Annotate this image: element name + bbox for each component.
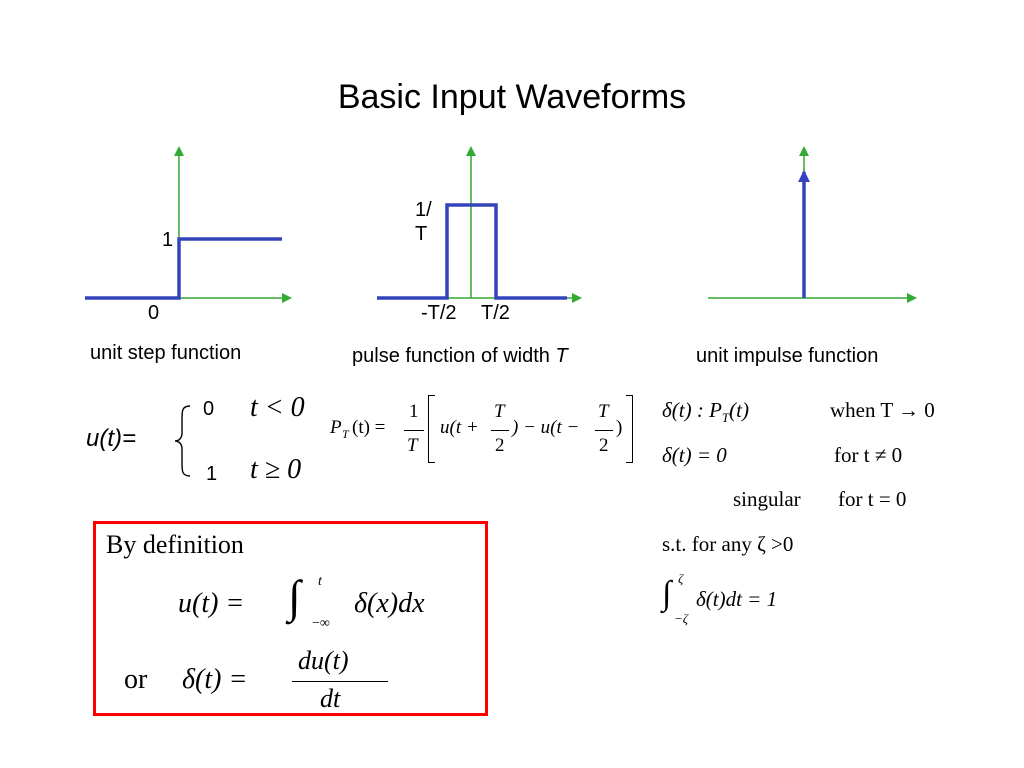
pulse-plot [377, 146, 582, 303]
definition-eq2-or: or [124, 664, 148, 695]
integral-sign-icon: ∫ [288, 571, 301, 622]
step-waveform [85, 237, 282, 300]
definition-eq2-num: du(t) [298, 646, 349, 675]
step-plot [85, 146, 292, 303]
impulse-line3: singular [733, 487, 801, 511]
impulse-plot [708, 146, 917, 303]
definition-box: By definition u(t) = ∫ t −∞ δ(x)dx or δ(… [93, 521, 488, 716]
step-row1-value: 0 [203, 398, 215, 420]
integral-sign-icon: ∫ [662, 575, 672, 612]
definition-eq1-upper: t [318, 574, 322, 589]
impulse-integral: ∫ ζ −ζ δ(t)dt = 1 [662, 571, 778, 626]
step-level-label: 1 [162, 229, 174, 251]
pulse-right-edge-label: T/2 [481, 302, 510, 324]
impulse-line1: δ(t) : PT(t) [662, 398, 749, 426]
pulse-left-edge-label: -T/2 [421, 302, 457, 324]
impulse-caption: unit impulse function [696, 345, 879, 367]
impulse-line2: δ(t) = 0 [662, 443, 727, 467]
step-row1-cond: t < 0 [250, 392, 305, 423]
page-title: Basic Input Waveforms [337, 78, 687, 116]
impulse-line3-cond: for t = 0 [838, 487, 907, 511]
impulse-line4: s.t. for any ζ >0 [662, 532, 794, 556]
impulse-line1-cond: when T → 0 [830, 398, 935, 422]
impulse-line2-cond: for t ≠ 0 [834, 443, 903, 467]
definition-eq1-lower: −∞ [312, 616, 330, 631]
pulse-caption: pulse function of width T [352, 345, 568, 367]
step-origin-label: 0 [148, 302, 160, 324]
step-def-prefix: u(t)= [86, 425, 137, 452]
definition-eq1-body: δ(x)dx [354, 588, 425, 619]
step-row2-cond: t ≥ 0 [250, 454, 302, 485]
pulse-waveform [377, 203, 567, 300]
left-brace-icon [174, 405, 191, 477]
definition-eq2-lhs: δ(t) = [182, 664, 248, 695]
step-row2-value: 1 [206, 463, 218, 485]
definition-eq1-lhs: u(t) = [178, 588, 245, 619]
definition-eq2-den: dt [320, 684, 341, 713]
pulse-height-label: 1/ T [415, 199, 432, 245]
definition-heading: By definition [106, 530, 244, 559]
step-caption: unit step function [90, 342, 242, 364]
